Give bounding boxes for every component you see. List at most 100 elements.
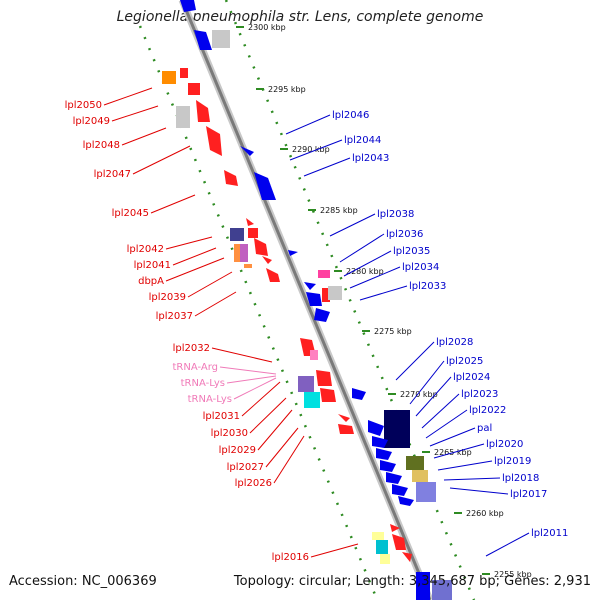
gene-feature: [162, 71, 176, 84]
tick-label: 2300 kbp: [248, 23, 286, 32]
leader-line: [111, 105, 159, 122]
gene-feature: [230, 228, 244, 241]
gene-label: lpl2026: [235, 478, 272, 489]
gene-label: lpl2046: [332, 110, 369, 121]
gene-feature: [352, 388, 366, 400]
gene-feature: [390, 524, 400, 532]
gene-feature: [240, 146, 254, 156]
tick-label: 2255 kbp: [494, 570, 532, 579]
genome-summary-text: Topology: circular; Length: 3,345,687 bp…: [233, 574, 591, 589]
gene-feature: [386, 472, 402, 484]
gene-label: lpl2039: [149, 292, 186, 303]
gene-label: lpl2017: [510, 489, 547, 500]
gene-feature: [376, 448, 392, 460]
gene-label: lpl2034: [402, 262, 439, 273]
gene-label: lpl2043: [352, 153, 389, 164]
leader-line: [359, 285, 408, 301]
gene-feature: [266, 268, 280, 282]
leader-line: [165, 236, 213, 250]
right-gene-labels: lpl2046 lpl2044 lpl2043 lpl2038 lpl2036 …: [332, 110, 568, 539]
gene-feature: [180, 68, 188, 78]
gene-feature: [328, 286, 342, 300]
gene-feature: [412, 470, 428, 482]
leader-line: [329, 213, 376, 237]
gene-label: lpl2029: [219, 445, 256, 456]
leader-line: [265, 427, 299, 468]
gene-feature: [244, 264, 252, 268]
gene-feature: [320, 388, 336, 402]
trna-label: tRNA-Lys: [181, 378, 225, 389]
gene-feature: [380, 460, 396, 472]
tick-label: 2295 kbp: [268, 85, 306, 94]
gene-label: lpl2035: [393, 246, 430, 257]
gene-label: lpl2011: [531, 528, 568, 539]
leader-line: [449, 487, 509, 495]
gene-feature: [246, 218, 254, 226]
leader-line: [339, 233, 385, 263]
gene-feature: [322, 288, 330, 302]
leader-line: [303, 157, 351, 177]
gene-label: lpl2036: [386, 229, 423, 240]
leader-line: [132, 145, 191, 175]
gene-label: pal: [477, 423, 492, 434]
gene-label: lpl2018: [502, 473, 539, 484]
gene-feature: [240, 244, 248, 262]
gene-feature: [194, 30, 212, 50]
tick-label: 2260 kbp: [466, 509, 504, 518]
gene-feature: [304, 392, 320, 408]
trna-label: tRNA-Lys: [188, 394, 232, 405]
leader-line: [409, 360, 445, 405]
gene-feature: [416, 572, 430, 600]
leader-line: [437, 460, 493, 471]
gene-label: lpl2030: [211, 428, 248, 439]
leader-line: [443, 477, 501, 481]
gene-label: lpl2027: [227, 462, 264, 473]
gene-label: lpl2045: [112, 208, 149, 219]
leader-line: [150, 194, 196, 214]
leader-line: [165, 257, 225, 282]
gene-feature: [248, 228, 258, 238]
tick-label: 2270 kbp: [400, 390, 438, 399]
leader-line: [289, 139, 343, 161]
gene-feature: [384, 410, 410, 448]
gene-feature: [206, 126, 222, 156]
tick-label: 2290 kbp: [292, 145, 330, 154]
gene-label: lpl2049: [73, 116, 110, 127]
leader-line: [103, 87, 153, 106]
leader-line: [194, 291, 237, 317]
leader-line: [349, 266, 401, 289]
leader-line: [433, 443, 485, 459]
gene-feature: [234, 244, 240, 262]
leader-line: [395, 341, 435, 381]
gene-feature: [306, 292, 322, 306]
gene-label: lpl2050: [65, 100, 102, 111]
gene-label: lpl2019: [494, 456, 531, 467]
gene-label: lpl2025: [446, 356, 483, 367]
gene-feature: [212, 30, 230, 48]
gene-feature: [406, 456, 424, 470]
gene-feature: [254, 238, 268, 256]
reverse-strand-features: [162, 68, 412, 564]
gene-feature: [338, 414, 350, 422]
leader-line: [415, 376, 452, 417]
gene-label: lpl2023: [461, 389, 498, 400]
leader-line: [273, 435, 305, 484]
left-gene-labels: lpl2050 lpl2049 lpl2048 lpl2047 lpl2045 …: [65, 100, 309, 563]
label-leader-lines: [103, 87, 530, 558]
leader-line: [233, 377, 277, 400]
gene-feature: [402, 552, 412, 562]
gene-feature: [176, 106, 190, 128]
gene-label: lpl2047: [94, 169, 131, 180]
tick-label: 2275 kbp: [374, 327, 412, 336]
gene-feature: [224, 170, 238, 186]
gene-feature: [398, 496, 414, 506]
gene-feature: [392, 534, 406, 550]
gene-label: lpl2031: [203, 411, 240, 422]
gene-feature: [180, 0, 196, 12]
leader-line: [211, 347, 273, 363]
gene-label: lpl2020: [486, 439, 523, 450]
gene-feature: [372, 436, 388, 448]
leader-line: [219, 366, 277, 375]
